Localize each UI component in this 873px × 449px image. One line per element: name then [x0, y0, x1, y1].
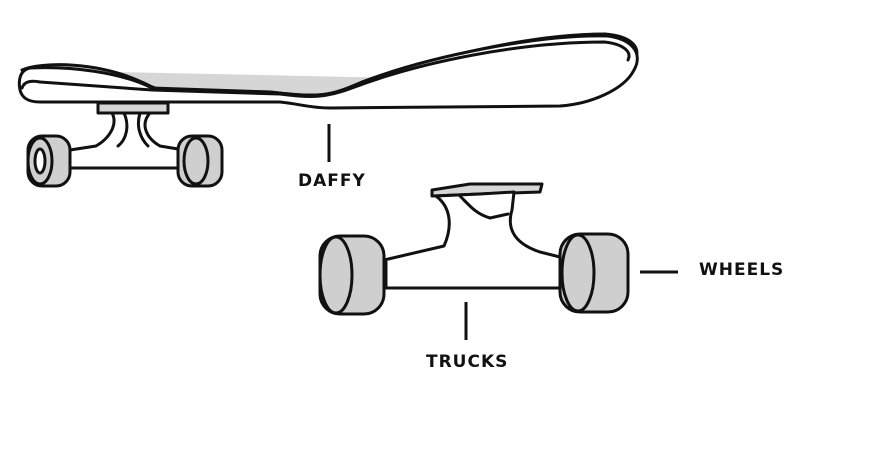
- truck-closeup-hanger: [382, 190, 574, 290]
- truck-kingpin: [116, 111, 150, 148]
- truck-right-wheel: [558, 232, 630, 314]
- left-wheel: [26, 134, 72, 188]
- daffy-label: DAFFY: [298, 171, 366, 191]
- truck-closeup-kingpin: [458, 194, 510, 220]
- right-wheel: [176, 134, 224, 188]
- skateboard-icon: [17, 32, 639, 188]
- truck-icon: [318, 182, 630, 316]
- truck-closeup-baseplate: [430, 182, 544, 198]
- trucks-label: TRUCKS: [426, 352, 509, 372]
- wheels-label: WHEELS: [699, 260, 785, 280]
- deck-edge: [20, 40, 631, 98]
- truck-left-wheel: [318, 234, 386, 316]
